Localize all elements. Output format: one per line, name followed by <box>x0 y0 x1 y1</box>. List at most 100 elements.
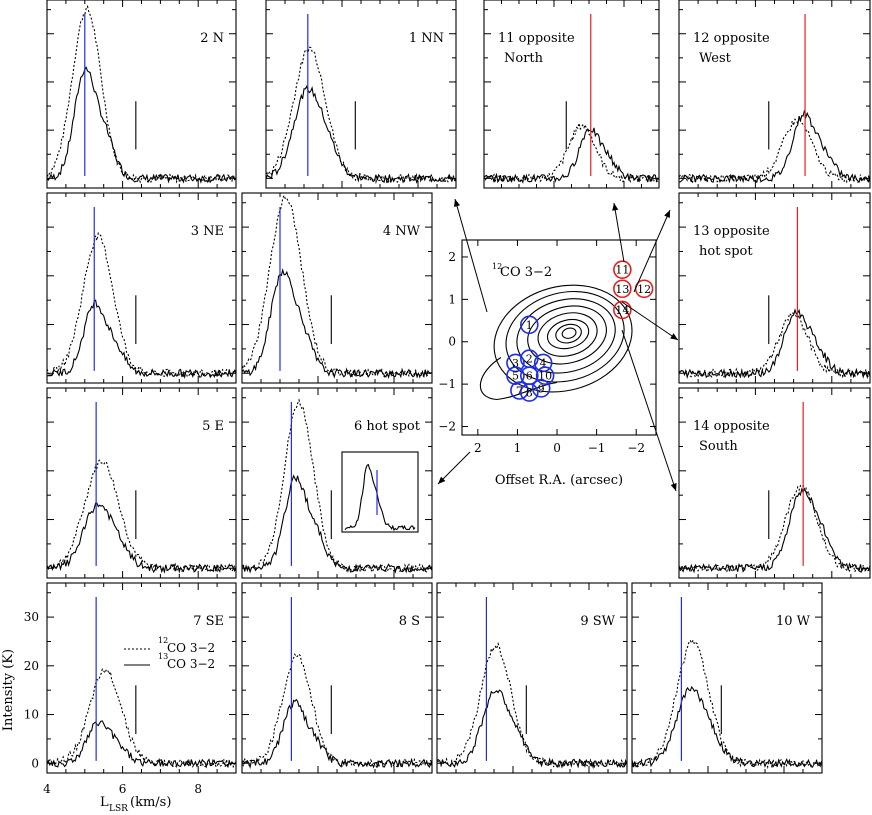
legend-dotted-sup: 12 <box>158 636 168 645</box>
pointer-arrows <box>437 198 679 492</box>
map-position-8: 8 <box>520 383 539 402</box>
spectrum-12co <box>631 638 823 770</box>
position-circle <box>533 353 553 373</box>
position-label: 2 <box>526 353 533 366</box>
map-contour-tail <box>479 357 557 401</box>
panel-title: 3 NE <box>191 224 224 239</box>
y-tick-label: 30 <box>24 610 39 624</box>
position-circle <box>506 353 525 373</box>
spectrum-13co <box>678 308 871 380</box>
panel-7SE: 7 SE <box>46 582 237 774</box>
x-axis-label-main: L <box>100 795 109 810</box>
x-tick-label: 4 <box>43 782 51 796</box>
position-circle <box>506 366 525 385</box>
panel-title: 8 S <box>399 614 420 629</box>
map-x-tick-label: 1 <box>514 441 522 455</box>
arrow-head <box>438 476 446 484</box>
panel-title: 14 opposite <box>693 419 770 434</box>
inset-frame <box>341 451 419 533</box>
spectrum-12co <box>483 123 660 184</box>
position-circle <box>520 383 539 402</box>
x-axis-label-unit: (km/s) <box>130 795 171 810</box>
map-label: CO 3−2 <box>500 265 552 280</box>
y-tick-label: 20 <box>24 659 39 673</box>
map-y-tick-label: −1 <box>438 377 456 391</box>
arrow-line <box>621 329 677 492</box>
arrow-line <box>621 301 679 341</box>
spectrum-13co <box>241 474 433 574</box>
legend-solid-label: CO 3−2 <box>167 657 215 671</box>
spectrum-13co <box>678 487 871 574</box>
spectrum-13co <box>46 66 237 184</box>
arrow-head <box>454 199 461 207</box>
inset-spectrum <box>344 463 416 532</box>
map-position-3: 3 <box>506 353 525 373</box>
spectrum-13co <box>241 268 433 379</box>
spectrum-13co <box>241 698 433 770</box>
position-circle <box>535 366 555 385</box>
spectrum-12co <box>265 46 457 185</box>
panel-frame <box>631 582 823 774</box>
position-label: 11 <box>615 264 629 277</box>
map-contour <box>546 318 590 350</box>
panel-frame <box>46 192 237 384</box>
panel-frame <box>241 387 433 579</box>
panel-title-2: South <box>699 439 738 454</box>
map-y-tick-label: 1 <box>448 292 456 306</box>
panel-title: 5 E <box>202 419 224 434</box>
map-position-9: 9 <box>531 379 551 398</box>
spectrum-13co <box>436 689 628 770</box>
panel-title: 7 SE <box>193 614 224 629</box>
map-contour <box>493 284 633 393</box>
position-label: 9 <box>538 382 545 395</box>
arrow-line <box>613 202 625 263</box>
arrow-line <box>454 198 488 313</box>
panel-frame <box>483 0 660 189</box>
panel-10W: 10 W <box>631 582 823 774</box>
position-circle <box>531 379 551 398</box>
spectrum-13co <box>265 85 457 184</box>
position-circle <box>613 279 632 299</box>
panel-title: 9 SW <box>580 614 615 629</box>
spectrum-13co <box>46 299 237 380</box>
position-label: 13 <box>615 283 629 296</box>
arrow-head <box>670 483 677 491</box>
panel-5E: 5 E <box>46 387 237 579</box>
arrow-head <box>664 210 670 218</box>
position-label: 3 <box>512 357 519 370</box>
arrow-line <box>437 451 471 485</box>
position-label: 14 <box>615 304 629 317</box>
y-tick-label: 0 <box>31 756 39 770</box>
legend-dotted-label: CO 3−2 <box>167 641 215 655</box>
panel-1NN: 1 NN <box>265 0 457 189</box>
map-position-1: 1 <box>520 315 539 335</box>
spectrum-13co <box>678 110 871 184</box>
x-tick-label: 8 <box>194 782 202 796</box>
panel-frame <box>241 192 433 384</box>
arrow-line <box>633 209 671 293</box>
map-contour <box>555 323 582 344</box>
panel-6hs: 6 hot spot <box>241 387 433 579</box>
map-position-5: 5 <box>506 366 525 385</box>
map-y-tick-label: −2 <box>438 420 456 434</box>
position-circle <box>613 300 632 320</box>
spectrum-13co <box>46 720 237 769</box>
spectrum-12co <box>678 312 871 379</box>
map-position-14: 14 <box>613 300 632 320</box>
arrow-head <box>612 203 619 211</box>
panel-title: 4 NW <box>383 224 421 239</box>
spectrum-13co <box>46 502 237 574</box>
panel-title: 2 N <box>200 31 224 46</box>
panel-frame <box>678 192 871 384</box>
map-y-tick-label: 0 <box>448 335 456 349</box>
y-tick-label: 10 <box>24 708 39 722</box>
spectrum-13co <box>483 127 660 184</box>
position-circle <box>510 381 529 400</box>
map-frame <box>461 239 657 436</box>
map-label-sup: 12 <box>492 262 502 271</box>
panel-frame <box>678 0 871 189</box>
panel-title-2: North <box>504 51 544 66</box>
